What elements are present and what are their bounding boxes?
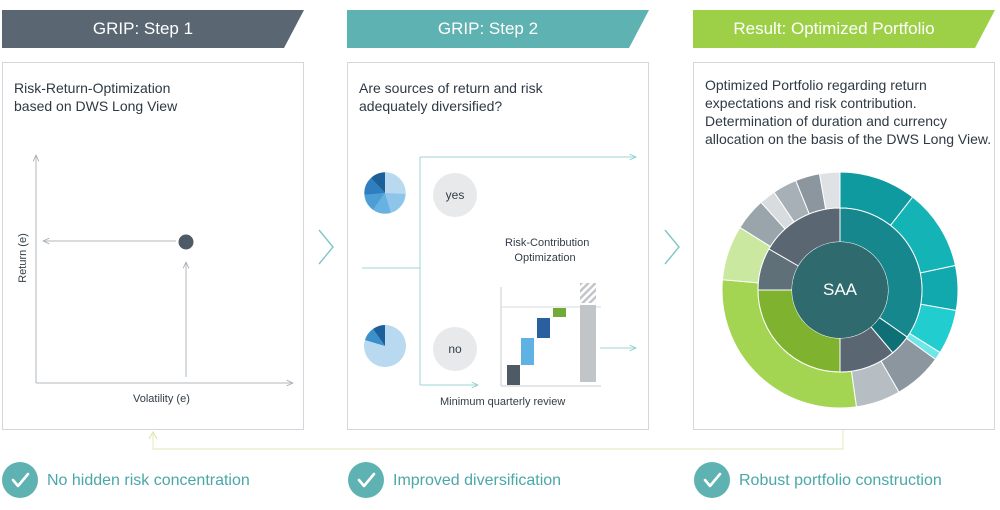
y-axis-label: Return (e) xyxy=(17,233,29,283)
check-icon xyxy=(694,462,730,498)
step2-banner: GRIP: Step 2 xyxy=(347,10,649,48)
saa-label: SAA xyxy=(822,280,858,299)
x-axis-label: Volatility (e) xyxy=(133,393,190,405)
check-icon xyxy=(348,462,384,498)
step2-heading: Are sources of return and risk adequatel… xyxy=(359,79,543,115)
outcome-label: No hidden risk concentration xyxy=(47,472,250,489)
banner-shape xyxy=(347,10,649,48)
result-title: Result: Optimized Portfolio xyxy=(733,19,935,38)
step1-banner: GRIP: Step 1 xyxy=(2,10,304,48)
result-banner: Result: Optimized Portfolio xyxy=(693,10,995,48)
yes-bubble: yes xyxy=(433,173,477,217)
result-description: Optimized Portfolio regarding return exp… xyxy=(705,76,991,148)
heading-line: Risk-Return-Optimization xyxy=(14,80,171,96)
step1-heading: Risk-Return-Optimization based on DWS Lo… xyxy=(14,79,177,115)
chart-title: Risk-Contribution Optimization xyxy=(505,236,590,266)
chart-title-line: Risk-Contribution xyxy=(505,237,590,249)
step1-panel xyxy=(2,62,304,430)
description-line: Determination of duration and currency xyxy=(705,113,948,129)
step2-panel xyxy=(347,62,649,430)
feedback-loop-line xyxy=(152,430,844,450)
step1-title: GRIP: Step 1 xyxy=(92,19,194,38)
step2-title: GRIP: Step 2 xyxy=(437,19,539,38)
outcome-label: Improved diversification xyxy=(393,472,562,489)
description-line: expectations and risk contribution. xyxy=(705,95,917,111)
description-line: allocation on the basis of the DWS Long … xyxy=(705,131,992,147)
chart-title-line: Optimization xyxy=(514,252,576,264)
chevron-right-icon xyxy=(318,229,334,265)
heading-line: Are sources of return and risk xyxy=(359,80,543,96)
heading-line: based on DWS Long View xyxy=(14,98,178,114)
feedback-arrowhead xyxy=(148,430,158,440)
check-icon xyxy=(2,462,38,498)
no-bubble: no xyxy=(433,327,477,371)
banner-shape xyxy=(693,10,995,48)
chevron-right-icon xyxy=(664,229,680,265)
description-line: Optimized Portfolio regarding return xyxy=(705,77,927,93)
heading-line: adequately diversified? xyxy=(359,98,503,114)
banner-shape xyxy=(2,10,304,48)
review-footer: Minimum quarterly review xyxy=(440,396,566,408)
outcome-label: Robust portfolio construction xyxy=(739,472,942,489)
